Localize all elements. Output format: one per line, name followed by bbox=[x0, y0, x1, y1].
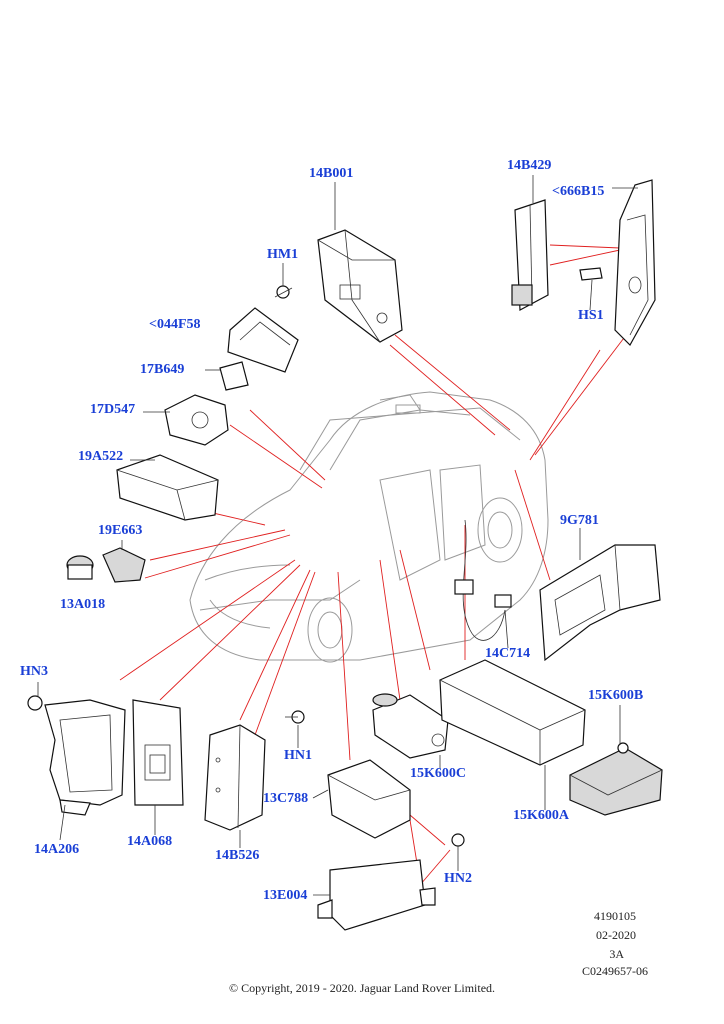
part-17D547 bbox=[164, 394, 229, 446]
callout-044F58[interactable]: <044F58 bbox=[149, 317, 201, 332]
module-14A068 bbox=[132, 699, 184, 806]
module-14B001 bbox=[317, 229, 403, 343]
callout-13C788[interactable]: 13C788 bbox=[263, 791, 309, 806]
harness-14C714 bbox=[454, 519, 512, 641]
callout-666B15[interactable]: <666B15 bbox=[552, 184, 605, 199]
nut-HN1 bbox=[285, 710, 305, 724]
callout-HM1[interactable]: HM1 bbox=[267, 247, 299, 262]
nut-HN2 bbox=[451, 833, 465, 847]
callout-17B649[interactable]: 17B649 bbox=[140, 362, 185, 377]
panel-666B15 bbox=[614, 179, 656, 346]
callout-HS1[interactable]: HS1 bbox=[578, 308, 604, 323]
callout-15K600C[interactable]: 15K600C bbox=[410, 766, 466, 781]
footer-ref-line2: 02-2020 bbox=[596, 928, 636, 942]
module-15K600A bbox=[439, 659, 586, 766]
callout-HN3[interactable]: HN3 bbox=[20, 664, 48, 679]
callout-14B526[interactable]: 14B526 bbox=[215, 848, 260, 863]
vehicle-outline bbox=[189, 391, 549, 663]
leader-lines bbox=[119, 244, 631, 886]
callout-14A206[interactable]: 14A206 bbox=[34, 842, 80, 857]
part-17B649 bbox=[219, 361, 249, 391]
footer-ref-line4: C0249657-06 bbox=[582, 964, 648, 978]
footer-ref-line3: 3A bbox=[609, 947, 624, 961]
module-14B526 bbox=[204, 724, 266, 831]
callout-9G781[interactable]: 9G781 bbox=[560, 513, 599, 528]
module-15K600C bbox=[372, 693, 449, 759]
callout-14B001[interactable]: 14B001 bbox=[309, 166, 354, 181]
callout-19A522[interactable]: 19A522 bbox=[78, 449, 124, 464]
tray-044F58 bbox=[227, 307, 299, 373]
part-13A018 bbox=[66, 555, 94, 580]
module-15K600B bbox=[569, 742, 663, 816]
module-9G781 bbox=[539, 544, 661, 662]
callout-15K600B[interactable]: 15K600B bbox=[588, 688, 644, 703]
callout-HN1[interactable]: HN1 bbox=[284, 748, 312, 763]
module-13C788 bbox=[327, 759, 411, 839]
callout-14C714[interactable]: 14C714 bbox=[485, 646, 531, 661]
bracket-14A206 bbox=[44, 699, 126, 816]
callout-13E004[interactable]: 13E004 bbox=[263, 888, 308, 903]
nut-HN3 bbox=[27, 695, 43, 711]
callout-13A018[interactable]: 13A018 bbox=[60, 597, 106, 612]
copyright-notice: © Copyright, 2019 - 2020. Jaguar Land Ro… bbox=[228, 981, 496, 995]
callout-17D547[interactable]: 17D547 bbox=[90, 402, 136, 417]
part-19E663 bbox=[102, 547, 146, 583]
screw-HM1 bbox=[274, 285, 293, 299]
callout-19E663[interactable]: 19E663 bbox=[98, 523, 143, 538]
callout-stubs bbox=[37, 175, 638, 896]
module-19A522 bbox=[116, 454, 219, 521]
callout-14A068[interactable]: 14A068 bbox=[127, 834, 173, 849]
footer-ref-line1: 4190105 bbox=[594, 909, 636, 923]
callout-14B429[interactable]: 14B429 bbox=[507, 158, 552, 173]
callout-15K600A[interactable]: 15K600A bbox=[513, 808, 569, 823]
callout-HN2[interactable]: HN2 bbox=[444, 871, 472, 886]
module-14B429 bbox=[511, 199, 603, 311]
module-13E004 bbox=[317, 859, 436, 931]
